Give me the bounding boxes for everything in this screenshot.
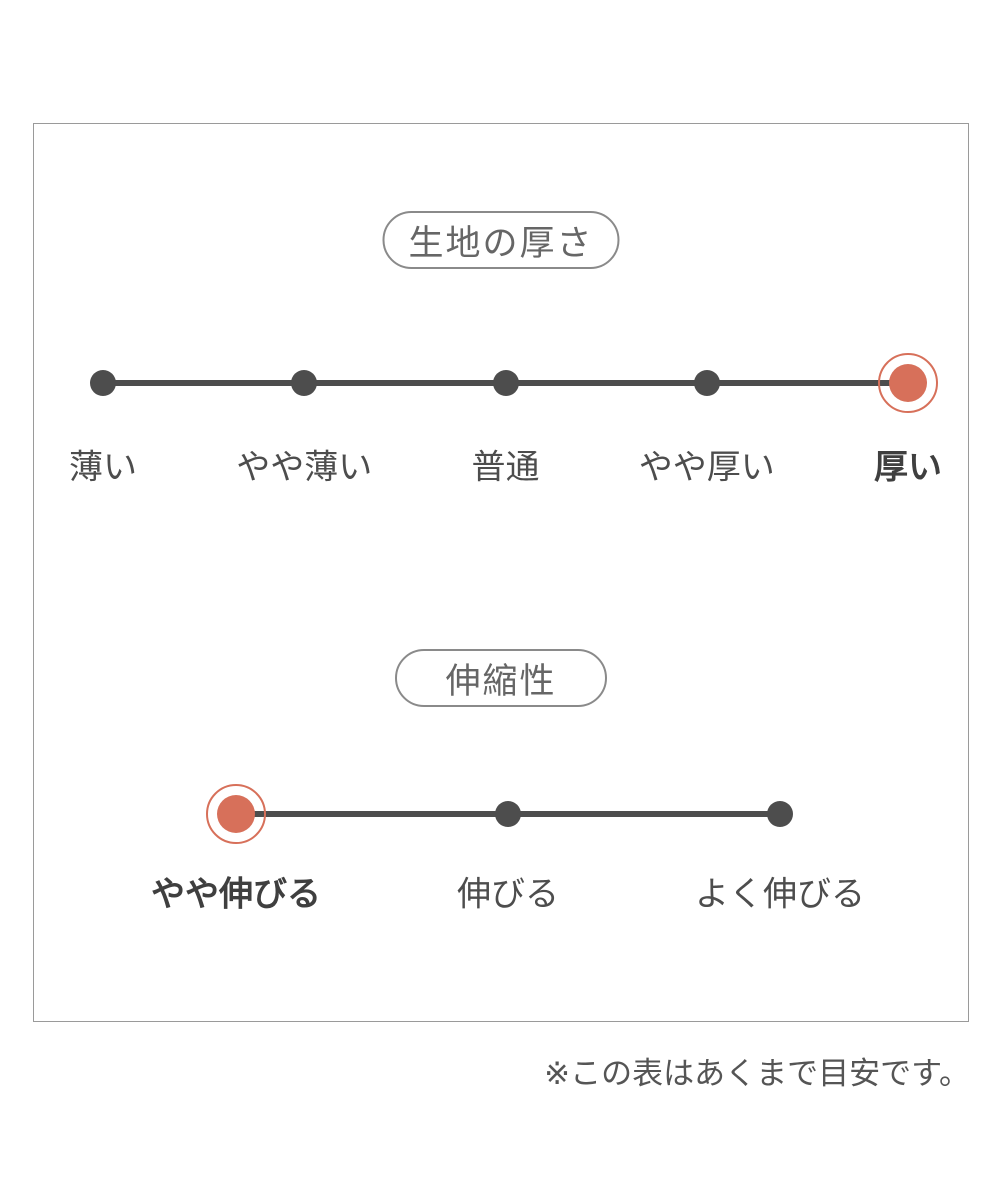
scale-dot — [291, 370, 318, 396]
disclaimer-note: ※この表はあくまで目安です。 — [544, 1056, 970, 1091]
scale-dot — [492, 370, 519, 396]
scale-dot — [767, 801, 793, 827]
spec-diagram-frame: 生地の厚さ 薄い やや薄い 普通 やや厚い 厚い 伸縮性 やや伸びる 伸びる よく伸びる — [33, 123, 969, 1022]
scale-label: やや厚い — [638, 448, 775, 487]
scale-dot-selected — [878, 353, 938, 413]
scale-label: 薄い — [69, 448, 137, 487]
stretch-scale-track — [206, 784, 793, 844]
fabric-thickness-title-pill: 生地の厚さ — [382, 211, 620, 269]
scale-dot-selected — [206, 784, 266, 844]
scale-label: やや薄い — [236, 448, 373, 487]
fabric-thickness-scale-labels: 薄い やや薄い 普通 やや厚い 厚い — [69, 442, 942, 487]
fabric-thickness-scale-track — [90, 353, 938, 413]
scale-label-selected: 厚い — [874, 448, 942, 487]
scale-dot — [693, 370, 720, 396]
scale-dot — [90, 370, 116, 396]
scale-label: 伸びる — [457, 875, 559, 914]
scale-label: 普通 — [471, 448, 540, 487]
scale-label: よく伸びる — [695, 875, 865, 914]
stretch-title-pill: 伸縮性 — [395, 649, 607, 707]
scale-label-selected: やや伸びる — [151, 875, 321, 914]
scale-dot — [495, 801, 521, 827]
stretch-scale-labels: やや伸びる 伸びる よく伸びる — [151, 869, 865, 914]
